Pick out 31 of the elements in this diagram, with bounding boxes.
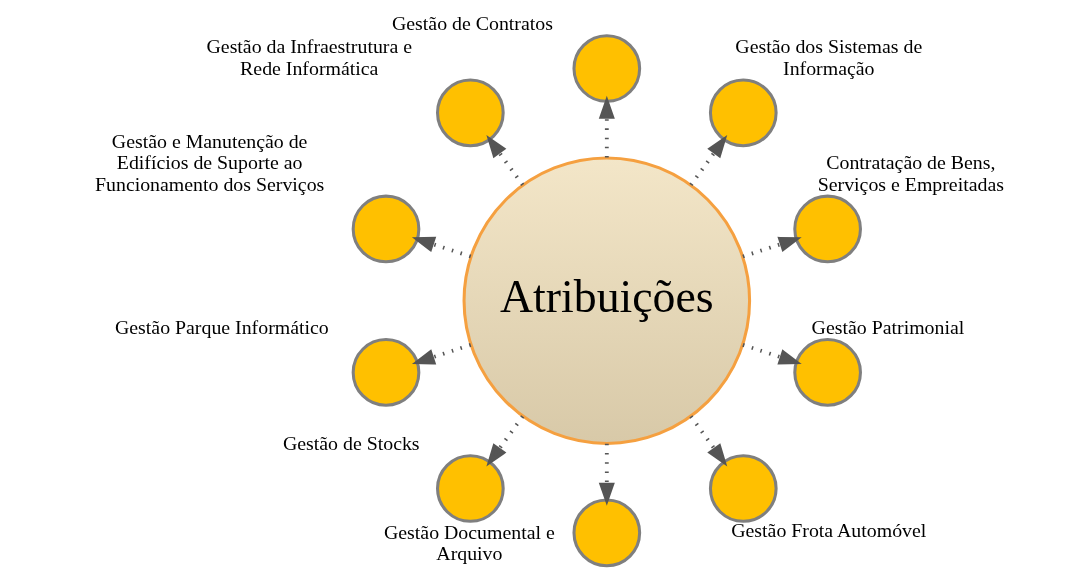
node-label: Gestão dos Sistemas de Informação [734, 35, 922, 79]
node-circle [571, 34, 641, 103]
node-label: Gestão de Stocks [282, 432, 420, 455]
arrow [741, 343, 802, 365]
arrow [411, 236, 471, 259]
node-label: Contratação de Bens, Serviços e Empreitadas [817, 151, 1004, 195]
arrow [485, 134, 524, 187]
arrow [598, 443, 615, 506]
node-circle [708, 454, 778, 523]
node-circle [792, 194, 862, 264]
node-circle [571, 498, 641, 568]
node-circle [351, 194, 420, 264]
arrow [741, 236, 802, 259]
node-label: Gestão de Contratos [391, 12, 553, 35]
node-circle [351, 338, 420, 407]
node-circle [708, 78, 778, 148]
arrow [485, 415, 524, 467]
node-circle [435, 454, 505, 523]
node-label: Gestão Patrimonial [811, 316, 964, 339]
arrow [411, 343, 471, 365]
node-circle: Atribuições [462, 156, 751, 445]
arrow [598, 95, 615, 158]
node-label: Gestão e Manutenção de Edifícios de Suporte ao Funcionamento dos Serviços [94, 129, 324, 195]
node-label: Gestão Documental e Arquivo [383, 520, 555, 565]
node-label: Gestão da Infraestrutura e Rede Informática [206, 35, 412, 79]
arrow [688, 134, 727, 187]
node-label: Gestão Parque Informático [114, 316, 329, 339]
node-label: Gestão Frota Automóvel [730, 519, 926, 542]
node-circle [435, 78, 505, 148]
arrow [688, 415, 727, 467]
node-circle [792, 338, 862, 407]
